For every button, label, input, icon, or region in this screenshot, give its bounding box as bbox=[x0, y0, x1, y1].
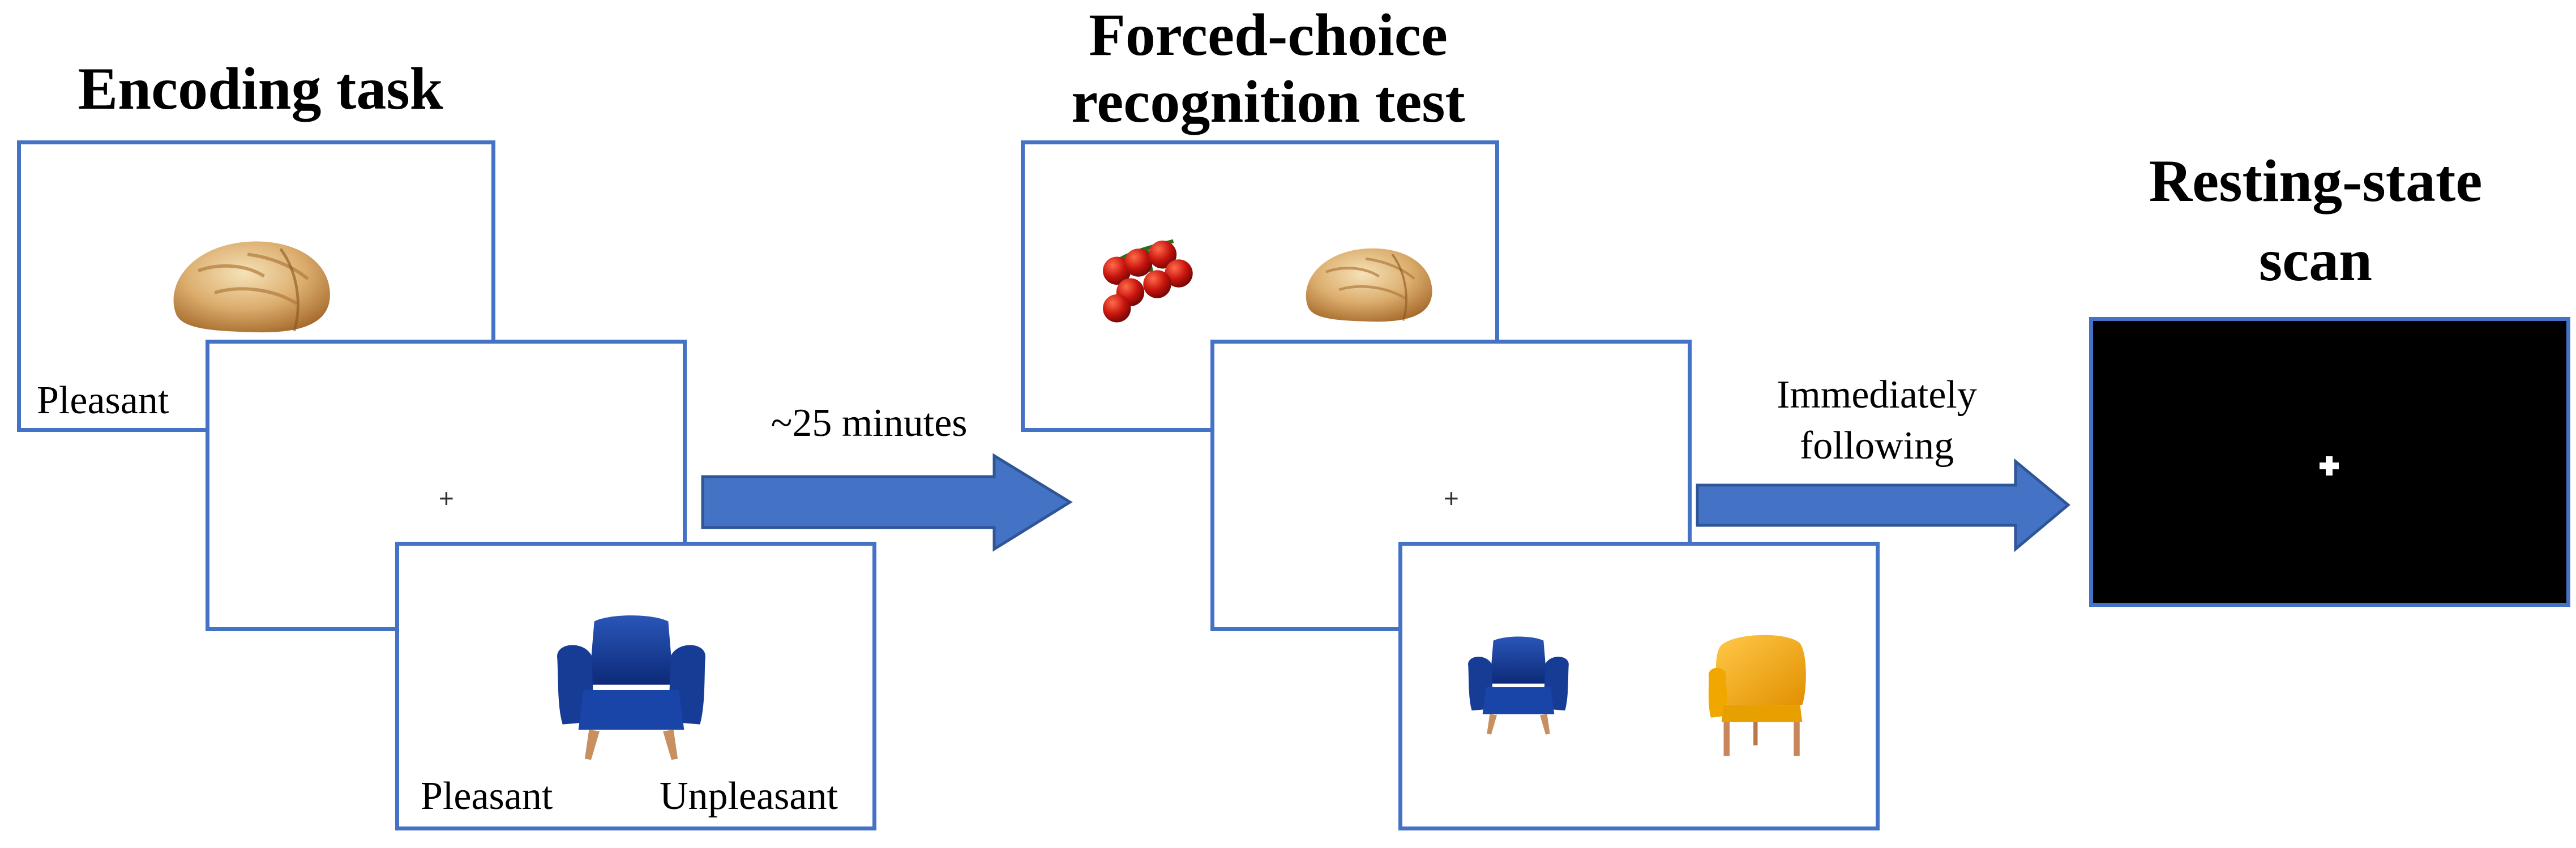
resting-title-line1: Resting-state bbox=[2149, 148, 2483, 214]
resting-title-line2: scan bbox=[2258, 227, 2373, 293]
transition-label-line2: following bbox=[1799, 424, 1954, 468]
bread-icon bbox=[1299, 241, 1441, 326]
recognition-title-line1: Forced-choice bbox=[1089, 2, 1448, 68]
delay-label: ~25 minutes bbox=[771, 401, 968, 445]
armchair-yellow-icon bbox=[1702, 631, 1813, 758]
recognition-fixation-cross: + bbox=[1444, 483, 1459, 513]
recognition-title-line2: recognition test bbox=[1071, 68, 1465, 135]
armchair-blue-icon bbox=[552, 611, 711, 769]
delay-arrow bbox=[701, 453, 1073, 552]
resting-scan-screen bbox=[2089, 317, 2570, 607]
encoding-title: Encoding task bbox=[78, 55, 443, 122]
armchair-blue-icon bbox=[1465, 633, 1572, 741]
transition-arrow bbox=[1696, 459, 2070, 552]
transition-label-line1: Immediately bbox=[1777, 373, 1977, 417]
tomatoes-icon bbox=[1093, 229, 1200, 328]
encoding-panel3-left-label: Pleasant bbox=[421, 774, 553, 818]
encoding-panel1-label: Pleasant bbox=[37, 379, 169, 422]
encoding-fixation-cross: + bbox=[439, 483, 454, 513]
recognition-panel-3 bbox=[1398, 542, 1880, 830]
encoding-panel-3: Pleasant Unpleasant bbox=[395, 542, 876, 830]
bread-icon bbox=[165, 232, 341, 337]
encoding-panel3-right-label: Unpleasant bbox=[660, 774, 838, 818]
resting-fixation-cross bbox=[2320, 456, 2339, 476]
